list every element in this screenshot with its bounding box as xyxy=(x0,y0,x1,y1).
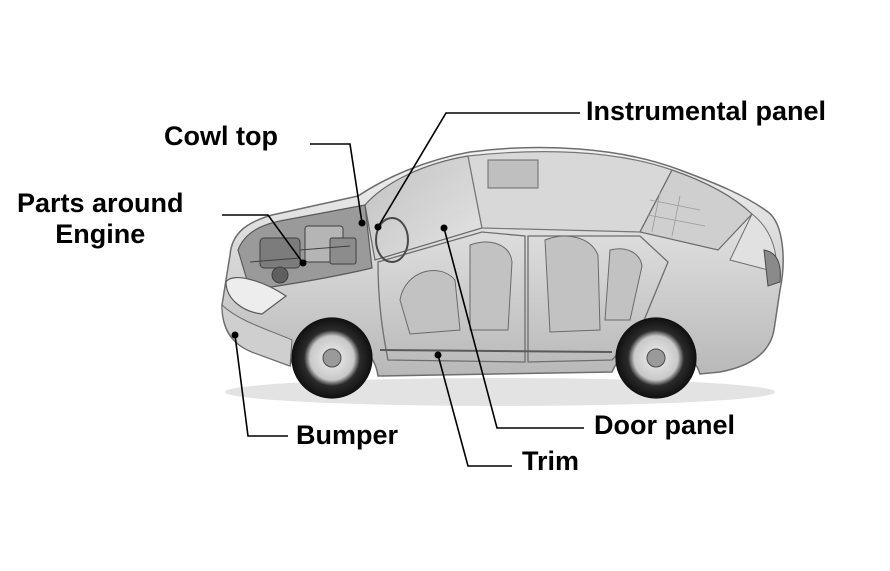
leader-trim xyxy=(437,354,512,467)
steering-wheel xyxy=(375,217,409,263)
label-parts-around-engine-line1: Parts around xyxy=(17,188,184,218)
label-parts-around-engine-line2: Engine xyxy=(55,219,146,250)
anchor-instrumental-panel xyxy=(374,223,382,231)
anchor-trim xyxy=(434,351,442,359)
rear-seat-grid xyxy=(647,191,706,237)
leader-parts-engine xyxy=(222,214,304,264)
seats xyxy=(399,235,643,335)
anchor-cowl-top xyxy=(358,219,366,227)
leader-instrumental-panel xyxy=(377,112,580,228)
label-door-panel: Door panel xyxy=(594,410,736,440)
engine-parts xyxy=(249,225,357,284)
label-instrumental-panel: Instrumental panel xyxy=(586,96,827,126)
label-parts-around-engine: Parts around Engine xyxy=(17,188,184,250)
anchor-bumper xyxy=(231,331,239,339)
leader-cowl-top xyxy=(310,143,363,224)
front-door-frame xyxy=(377,231,526,363)
front-bumper xyxy=(221,303,293,367)
side-trim xyxy=(379,349,613,353)
anchor-door-panel xyxy=(440,224,448,232)
leader-bumper xyxy=(234,334,288,437)
anchor-parts-engine xyxy=(299,259,307,267)
front-wheel-hub xyxy=(322,348,342,368)
rear-window xyxy=(639,169,753,251)
leader-door-panel xyxy=(443,227,584,429)
label-bumper: Bumper xyxy=(296,420,399,450)
label-cowl-top: Cowl top xyxy=(164,121,278,151)
sunroof xyxy=(487,159,539,189)
leader-lines xyxy=(222,112,584,467)
label-trim: Trim xyxy=(522,446,580,476)
headlight xyxy=(225,277,288,315)
rear-wheel-hub xyxy=(646,348,666,368)
car-illustration xyxy=(221,146,784,406)
tail-light xyxy=(763,249,781,287)
